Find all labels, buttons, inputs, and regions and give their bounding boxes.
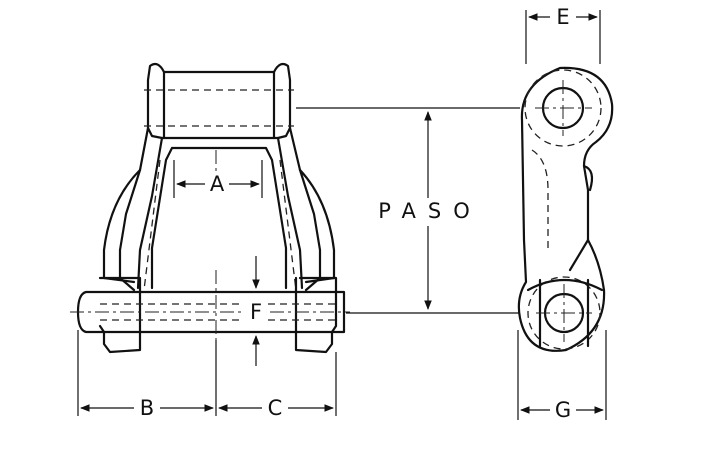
inner-window bbox=[150, 146, 288, 290]
right-boss bbox=[294, 276, 338, 354]
front-view bbox=[70, 62, 350, 354]
right-side-plate bbox=[288, 126, 322, 292]
dimensions: PASO A F B C E G bbox=[77, 5, 607, 422]
paso-label: PASO bbox=[378, 199, 482, 223]
top-barrel bbox=[146, 62, 292, 140]
dimension-b-label: B bbox=[140, 396, 154, 420]
dimension-a-label: A bbox=[210, 172, 225, 196]
dimension-g-label: G bbox=[555, 398, 571, 422]
left-side-plate bbox=[118, 126, 150, 292]
side-link-outline bbox=[517, 66, 614, 352]
dimension-f-label: F bbox=[250, 300, 262, 324]
side-view bbox=[517, 66, 614, 352]
pin bbox=[76, 290, 346, 334]
dimension-c-label: C bbox=[268, 396, 283, 420]
dimension-e-label: E bbox=[556, 5, 569, 29]
